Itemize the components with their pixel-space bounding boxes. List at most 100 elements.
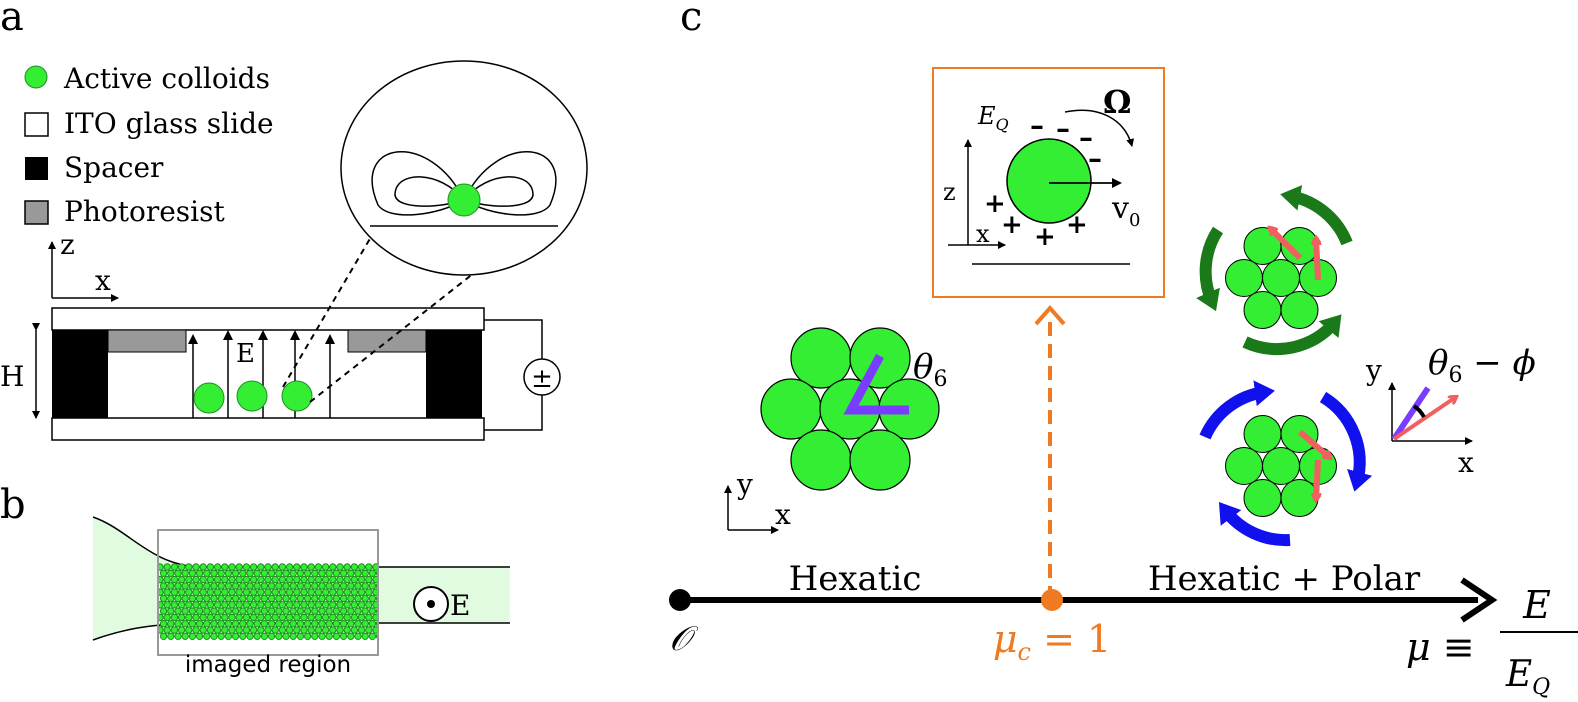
critical-label: μc = 1 (993, 617, 1111, 666)
colloid (235, 613, 243, 622)
field-label-b: E (450, 589, 470, 622)
colloid (289, 632, 297, 640)
colloid (321, 626, 330, 634)
colloid (282, 582, 290, 590)
colloid (282, 569, 290, 577)
rotation-arrow (1064, 109, 1135, 147)
colloid (213, 601, 222, 609)
colloid (267, 632, 276, 640)
colloid (242, 626, 251, 634)
colloid (264, 626, 272, 634)
colloid (167, 569, 175, 577)
colloid (163, 613, 171, 622)
right-spacer (426, 330, 482, 418)
colloid (231, 632, 240, 640)
colloid (199, 613, 207, 622)
colloid (318, 607, 326, 615)
colloid (339, 594, 348, 603)
colloid (170, 601, 179, 609)
colloid (188, 607, 197, 615)
colloid (357, 626, 366, 634)
colloid (372, 601, 378, 609)
colloid (343, 613, 351, 622)
colloid (332, 569, 341, 577)
colloid (158, 575, 164, 584)
colloid (790, 327, 852, 389)
colloid (221, 613, 229, 622)
rot-axis-x-label: x (1458, 446, 1474, 479)
charge-plus: + (1066, 210, 1088, 240)
colloid (1262, 447, 1300, 485)
colloid (199, 601, 207, 609)
omega-label: Ω (1103, 83, 1131, 121)
colloid (195, 569, 204, 577)
colloid (213, 563, 222, 571)
colloid (239, 582, 247, 590)
colloid (336, 626, 344, 634)
colloid (185, 601, 193, 609)
colloid (260, 569, 269, 577)
colloid (249, 575, 258, 584)
colloid (242, 575, 251, 584)
colloid (242, 563, 251, 571)
colloid (206, 626, 215, 634)
colloid (221, 563, 229, 571)
colloid (307, 613, 315, 622)
colloid (188, 569, 197, 577)
colloid (361, 620, 369, 628)
colloid (203, 594, 211, 603)
colloid (199, 563, 207, 571)
colloid (228, 626, 236, 634)
colloid (158, 601, 164, 609)
colloid (307, 588, 315, 596)
colloid (1262, 259, 1300, 297)
colloid (210, 632, 218, 640)
colloid (177, 613, 186, 622)
colloid (339, 632, 348, 640)
panel-a: a Active colloids ITO glass slide Spacer… (0, 0, 588, 441)
colloid (275, 569, 283, 577)
colloid (372, 588, 378, 596)
phase-hexatic-label: Hexatic (789, 559, 922, 599)
colloid (242, 613, 251, 622)
cw-arrow (1218, 502, 1291, 547)
colloid (300, 626, 308, 634)
colloid (372, 575, 378, 584)
colloid (285, 575, 294, 584)
colloid (318, 620, 326, 628)
colloid (174, 607, 182, 615)
colloid (321, 601, 330, 609)
colloid (307, 601, 315, 609)
colloid (239, 607, 247, 615)
colloid (210, 569, 218, 577)
colloid (300, 563, 308, 571)
colloid (282, 632, 290, 640)
colloid (188, 582, 197, 590)
colloid (343, 601, 351, 609)
polar-arrow (1298, 429, 1330, 458)
colloid (296, 620, 305, 628)
colloid (311, 594, 319, 603)
colloid (278, 613, 287, 622)
colloid (159, 582, 168, 590)
colloid (195, 632, 204, 640)
colloid (296, 582, 305, 590)
colloid (329, 575, 337, 584)
colloid (354, 632, 362, 640)
colloid (289, 594, 297, 603)
colloid (293, 588, 301, 596)
polar-arrow (1270, 228, 1303, 261)
colloid (368, 569, 377, 577)
polar-arrow (1316, 459, 1318, 500)
colloid (267, 569, 276, 577)
colloid (368, 607, 377, 615)
colloid (253, 594, 261, 603)
colloid (257, 613, 265, 622)
colloid (195, 594, 204, 603)
colloid (311, 632, 319, 640)
colloid (357, 588, 366, 596)
colloid (174, 594, 182, 603)
colloid (321, 613, 330, 622)
colloid (347, 632, 355, 640)
colloid (347, 594, 355, 603)
